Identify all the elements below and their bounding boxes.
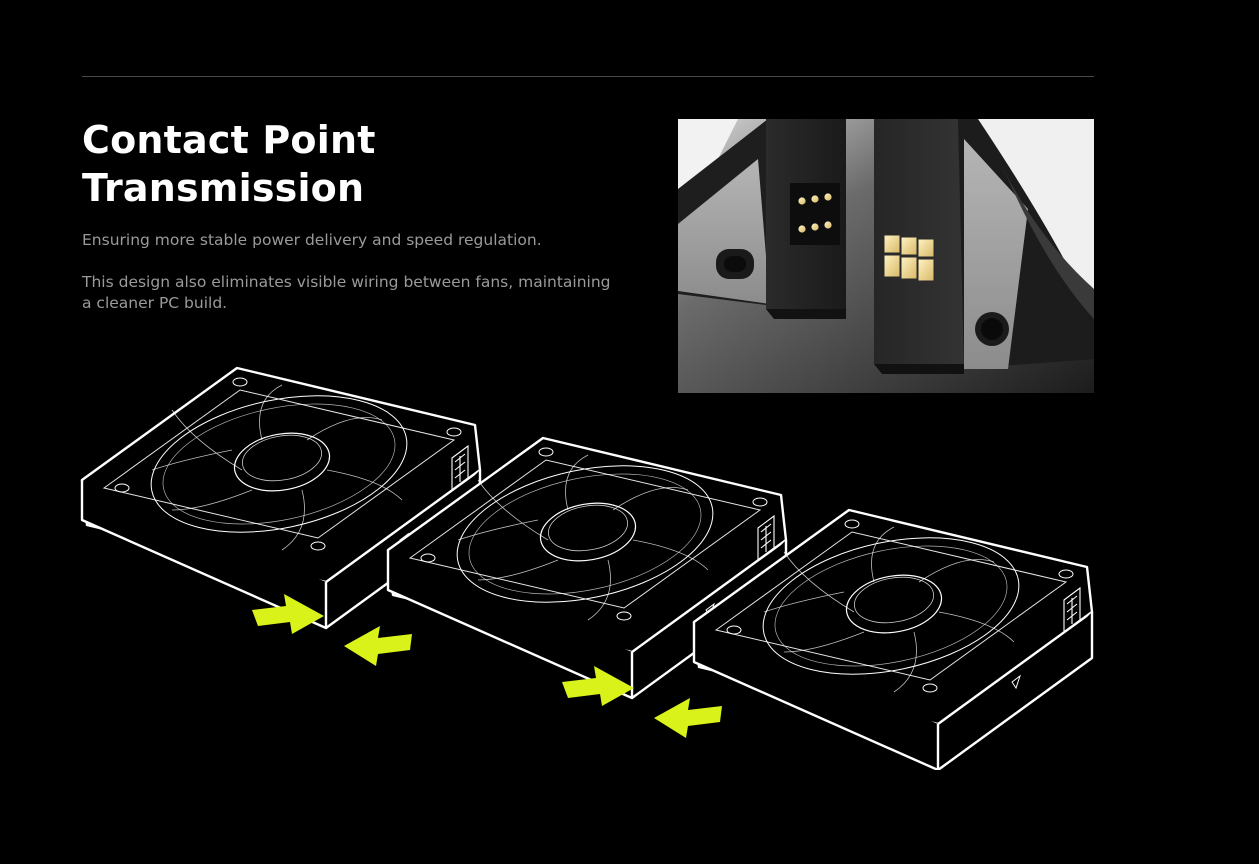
fan-chain-illustration — [80, 366, 1094, 770]
section-description-2: This design also eliminates visible wiri… — [82, 273, 611, 312]
connector-closeup-photo — [678, 119, 1094, 393]
section-title-line-1: Contact Point — [82, 118, 376, 162]
section-title-line-2: Transmission — [82, 166, 365, 210]
section-description-1: Ensuring more stable power delivery and … — [82, 231, 542, 249]
connect-arrow-left-1 — [344, 626, 412, 666]
connect-arrow-left-2 — [654, 698, 722, 738]
section-title: Contact Point Transmission — [82, 116, 602, 212]
section-divider — [82, 76, 1094, 77]
